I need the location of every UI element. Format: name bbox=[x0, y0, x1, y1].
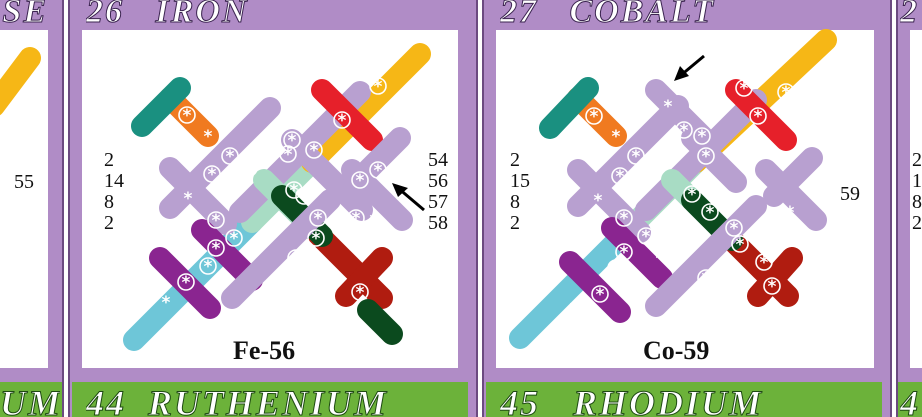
svg-text:*: * bbox=[654, 157, 663, 177]
shell-number: 2 bbox=[912, 150, 922, 171]
svg-text:*: * bbox=[312, 229, 321, 249]
svg-text:*: * bbox=[356, 171, 365, 191]
svg-text:*: * bbox=[245, 159, 254, 179]
svg-text:*: * bbox=[204, 257, 213, 277]
svg-text:*: * bbox=[596, 285, 605, 305]
svg-text:*: * bbox=[664, 97, 673, 117]
divider-3 bbox=[890, 0, 898, 417]
svg-text:*: * bbox=[183, 106, 192, 126]
particle-star-icon: * bbox=[184, 189, 193, 209]
particle-star-icon: * bbox=[246, 241, 255, 261]
particle-star-icon: * bbox=[786, 203, 795, 223]
particle-star-icon: * bbox=[570, 299, 579, 319]
svg-text:*: * bbox=[754, 107, 763, 127]
svg-text:*: * bbox=[786, 203, 795, 223]
svg-text:*: * bbox=[338, 111, 347, 131]
arrow-icon bbox=[388, 180, 428, 214]
particle-bar bbox=[142, 88, 180, 126]
svg-text:*: * bbox=[590, 107, 599, 127]
svg-text:*: * bbox=[706, 203, 715, 223]
header-iron: 26 IRON bbox=[86, 0, 466, 24]
particle-star-icon: * bbox=[664, 97, 673, 117]
divider-1 bbox=[62, 0, 70, 417]
isotope-number: 55 bbox=[14, 172, 34, 193]
svg-text:*: * bbox=[760, 253, 769, 273]
particle-star-icon: * bbox=[204, 127, 213, 147]
svg-text:*: * bbox=[374, 161, 383, 181]
svg-text:*: * bbox=[656, 249, 665, 269]
svg-text:*: * bbox=[702, 269, 711, 289]
particle-star-icon: * bbox=[288, 249, 304, 269]
right-partial-shell-numbers: 2 1 8 2 bbox=[912, 150, 922, 234]
svg-text:*: * bbox=[782, 83, 791, 103]
svg-text:*: * bbox=[300, 187, 309, 207]
svg-text:*: * bbox=[374, 77, 383, 97]
svg-text:*: * bbox=[616, 167, 625, 187]
footer-left-partial: UM bbox=[0, 388, 60, 417]
shell-number: 1 bbox=[912, 171, 922, 192]
svg-text:*: * bbox=[688, 185, 697, 205]
particle-star-icon: * bbox=[162, 293, 171, 313]
particle-star-icon: * bbox=[612, 127, 621, 147]
footer-ruthenium: 44 RUTHENIUM bbox=[86, 388, 466, 417]
svg-text:*: * bbox=[702, 147, 711, 167]
particle-star-icon: * bbox=[594, 191, 603, 211]
svg-text:*: * bbox=[284, 145, 293, 165]
svg-text:*: * bbox=[204, 127, 213, 147]
svg-text:*: * bbox=[246, 241, 255, 261]
footer-right-partial: 4 bbox=[900, 388, 922, 417]
svg-text:*: * bbox=[230, 229, 239, 249]
svg-text:*: * bbox=[570, 299, 579, 319]
svg-text:*: * bbox=[736, 235, 745, 255]
svg-text:*: * bbox=[162, 293, 171, 313]
svg-text:*: * bbox=[612, 127, 621, 147]
shell-number: 2 bbox=[912, 213, 922, 234]
arrow-icon bbox=[670, 52, 710, 86]
svg-text:*: * bbox=[212, 211, 221, 231]
particle-star-icon: * bbox=[698, 269, 714, 289]
svg-text:*: * bbox=[620, 209, 629, 229]
svg-text:*: * bbox=[768, 277, 777, 297]
svg-text:*: * bbox=[680, 121, 689, 141]
svg-text:*: * bbox=[292, 249, 301, 269]
svg-text:*: * bbox=[310, 141, 319, 161]
particle-bar bbox=[368, 310, 392, 334]
svg-text:*: * bbox=[612, 259, 621, 279]
svg-text:*: * bbox=[698, 127, 707, 147]
svg-text:*: * bbox=[226, 147, 235, 167]
svg-text:*: * bbox=[740, 79, 749, 99]
header-right-partial: 2 bbox=[900, 0, 922, 24]
svg-text:*: * bbox=[594, 191, 603, 211]
divider-2 bbox=[476, 0, 484, 417]
left-partial-diagram bbox=[0, 30, 48, 150]
shell-number: 8 bbox=[912, 192, 922, 213]
particle-star-icon: * bbox=[370, 211, 379, 231]
particle-star-icon: * bbox=[608, 259, 624, 279]
svg-text:*: * bbox=[208, 165, 217, 185]
svg-text:*: * bbox=[620, 243, 629, 263]
svg-text:*: * bbox=[642, 227, 651, 247]
svg-text:*: * bbox=[632, 147, 641, 167]
svg-text:*: * bbox=[182, 273, 191, 293]
footer-rhodium: 45 RHODIUM bbox=[500, 388, 880, 417]
svg-text:*: * bbox=[314, 209, 323, 229]
header-left-partial: SE bbox=[0, 0, 62, 24]
svg-text:*: * bbox=[352, 209, 361, 229]
svg-text:*: * bbox=[356, 283, 365, 303]
svg-text:*: * bbox=[370, 211, 379, 231]
svg-text:*: * bbox=[212, 239, 221, 259]
left-partial-right-numbers: 55 bbox=[14, 172, 34, 193]
particle-star-icon: * bbox=[656, 249, 665, 269]
header-cobalt: 27 COBALT bbox=[500, 0, 880, 24]
svg-text:*: * bbox=[184, 189, 193, 209]
particle-bar bbox=[550, 88, 588, 128]
